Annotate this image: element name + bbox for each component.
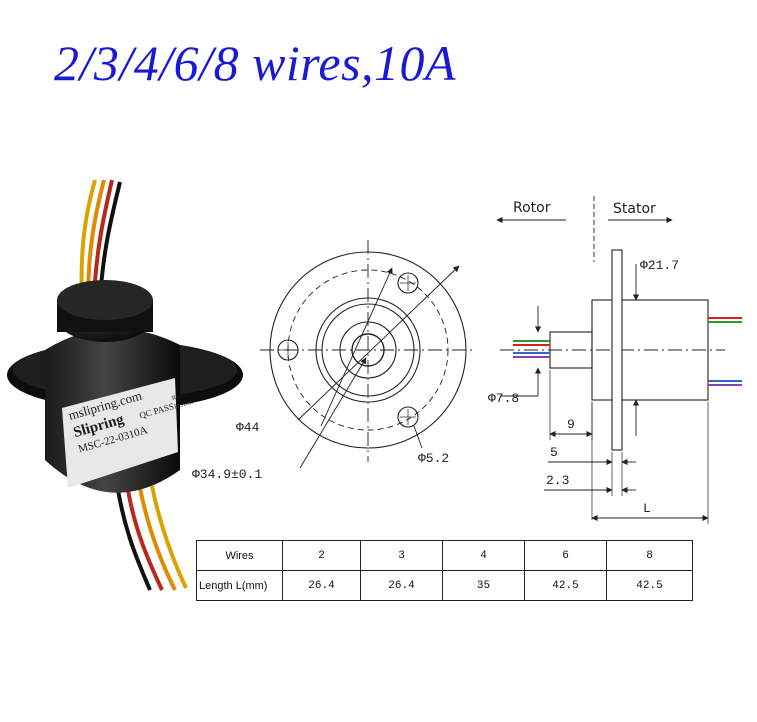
front-hole-bottom xyxy=(397,406,419,428)
table-cell-length: 26.4 xyxy=(282,570,361,601)
table-cell-length: 42.5 xyxy=(606,570,693,601)
dim-9: 9 xyxy=(567,417,575,432)
product-photo: mslipring.com Slipring QC PASS ROSH PEAC… xyxy=(7,179,243,591)
side-view xyxy=(496,196,725,524)
side-view-wires xyxy=(513,317,742,386)
table-row: Wires 2 3 4 6 8 xyxy=(196,540,693,571)
wire-bottom-black xyxy=(116,489,152,591)
side-flange xyxy=(611,249,623,451)
dim-5: 5 xyxy=(550,445,558,460)
table-cell-wires: 2 xyxy=(282,540,361,571)
table-row: Length L(mm) 26.4 26.4 35 42.5 42.5 xyxy=(196,570,693,601)
front-flange-circle xyxy=(269,251,467,449)
dim-dia-5: Φ5.2 xyxy=(418,451,449,466)
wire-bottom-orange xyxy=(138,487,177,591)
front-hole-top xyxy=(397,272,419,294)
table-cell-wires: 8 xyxy=(606,540,693,571)
table-cell-wires: 4 xyxy=(442,540,525,571)
photo-label-rosh: ROSH xyxy=(171,392,189,402)
side-body xyxy=(591,299,709,401)
table-cell-wires: 6 xyxy=(524,540,607,571)
table-cell-length: 42.5 xyxy=(524,570,607,601)
spec-table: Wires 2 3 4 6 8 Length L(mm) 26.4 26.4 3… xyxy=(196,540,693,601)
dim-dia-21: Φ21.7 xyxy=(640,258,679,273)
dim-2-3: 2.3 xyxy=(546,473,569,488)
dim-dia-44: Φ44 xyxy=(236,420,260,435)
front-view xyxy=(260,240,476,469)
rotor-label: Rotor xyxy=(513,200,551,216)
photo-label xyxy=(62,378,178,488)
table-cell-wires: 3 xyxy=(360,540,443,571)
dim-dia-7: Φ7.8 xyxy=(488,391,519,406)
page-title: 2/3/4/6/8 wires,10A xyxy=(54,35,457,91)
photo-label-peace: PEACE xyxy=(174,399,194,410)
table-cell-length: 35 xyxy=(442,570,525,601)
wire-bottom-yellow xyxy=(150,485,188,589)
table-cell-length: 26.4 xyxy=(360,570,443,601)
table-header-length: Length L(mm) xyxy=(196,570,283,601)
table-header-wires: Wires xyxy=(196,540,283,571)
wire-bottom-red xyxy=(126,489,164,591)
dim-l: L xyxy=(643,501,651,516)
front-shaft-circle xyxy=(351,333,385,367)
dim-dia-34: Φ34.9±0.1 xyxy=(192,467,262,482)
front-hole-left xyxy=(277,339,299,361)
stator-label: Stator xyxy=(613,201,656,217)
